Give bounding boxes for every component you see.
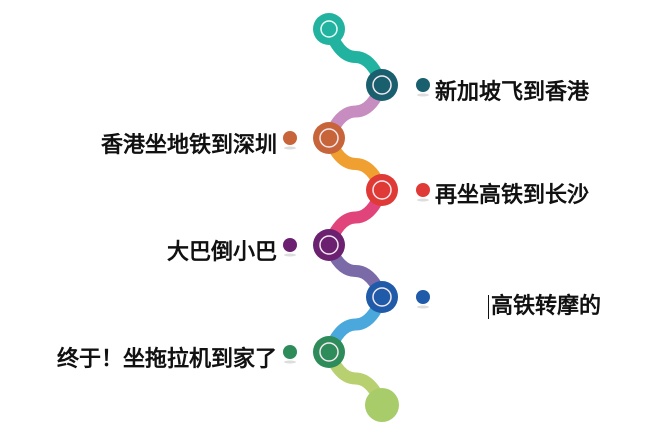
step-2-label: 香港坐地铁到深圳 — [100, 133, 277, 158]
step-5-label: 高铁转摩的 — [491, 294, 602, 319]
step-node — [366, 69, 398, 101]
dot-shadow — [417, 305, 429, 309]
step-dot — [416, 183, 430, 197]
dot-shadow — [284, 146, 296, 150]
dot-shadow — [417, 198, 429, 202]
step-node-ring — [319, 235, 339, 255]
step-node-ring — [372, 75, 392, 95]
step-node — [366, 174, 398, 206]
step-node — [313, 336, 345, 368]
step-dot — [416, 290, 430, 304]
step-3-label: 再坐高铁到长沙 — [435, 183, 590, 208]
step-dot — [416, 78, 430, 92]
dot-shadow — [284, 253, 296, 257]
dot-shadow — [284, 360, 296, 364]
start-node — [313, 13, 345, 45]
step-5-label-wrap: 高铁转摩的 — [488, 293, 601, 321]
end-node — [365, 388, 399, 422]
step-dot — [283, 238, 297, 252]
step-node-ring — [372, 180, 392, 200]
step-node — [313, 122, 345, 154]
step-node-ring — [319, 342, 339, 362]
step-4-label: 大巴倒小巴 — [166, 240, 277, 265]
text-cursor — [488, 295, 489, 319]
step-6-label: 终于！坐拖拉机到家了 — [56, 347, 277, 372]
step-1-label: 新加坡飞到香港 — [435, 80, 590, 105]
step-node — [366, 281, 398, 313]
step-node-ring — [372, 287, 392, 307]
step-node-ring — [319, 128, 339, 148]
dot-shadow — [417, 93, 429, 97]
start-node-ring — [320, 20, 338, 38]
step-node — [313, 229, 345, 261]
step-dot — [283, 345, 297, 359]
step-dot — [283, 131, 297, 145]
